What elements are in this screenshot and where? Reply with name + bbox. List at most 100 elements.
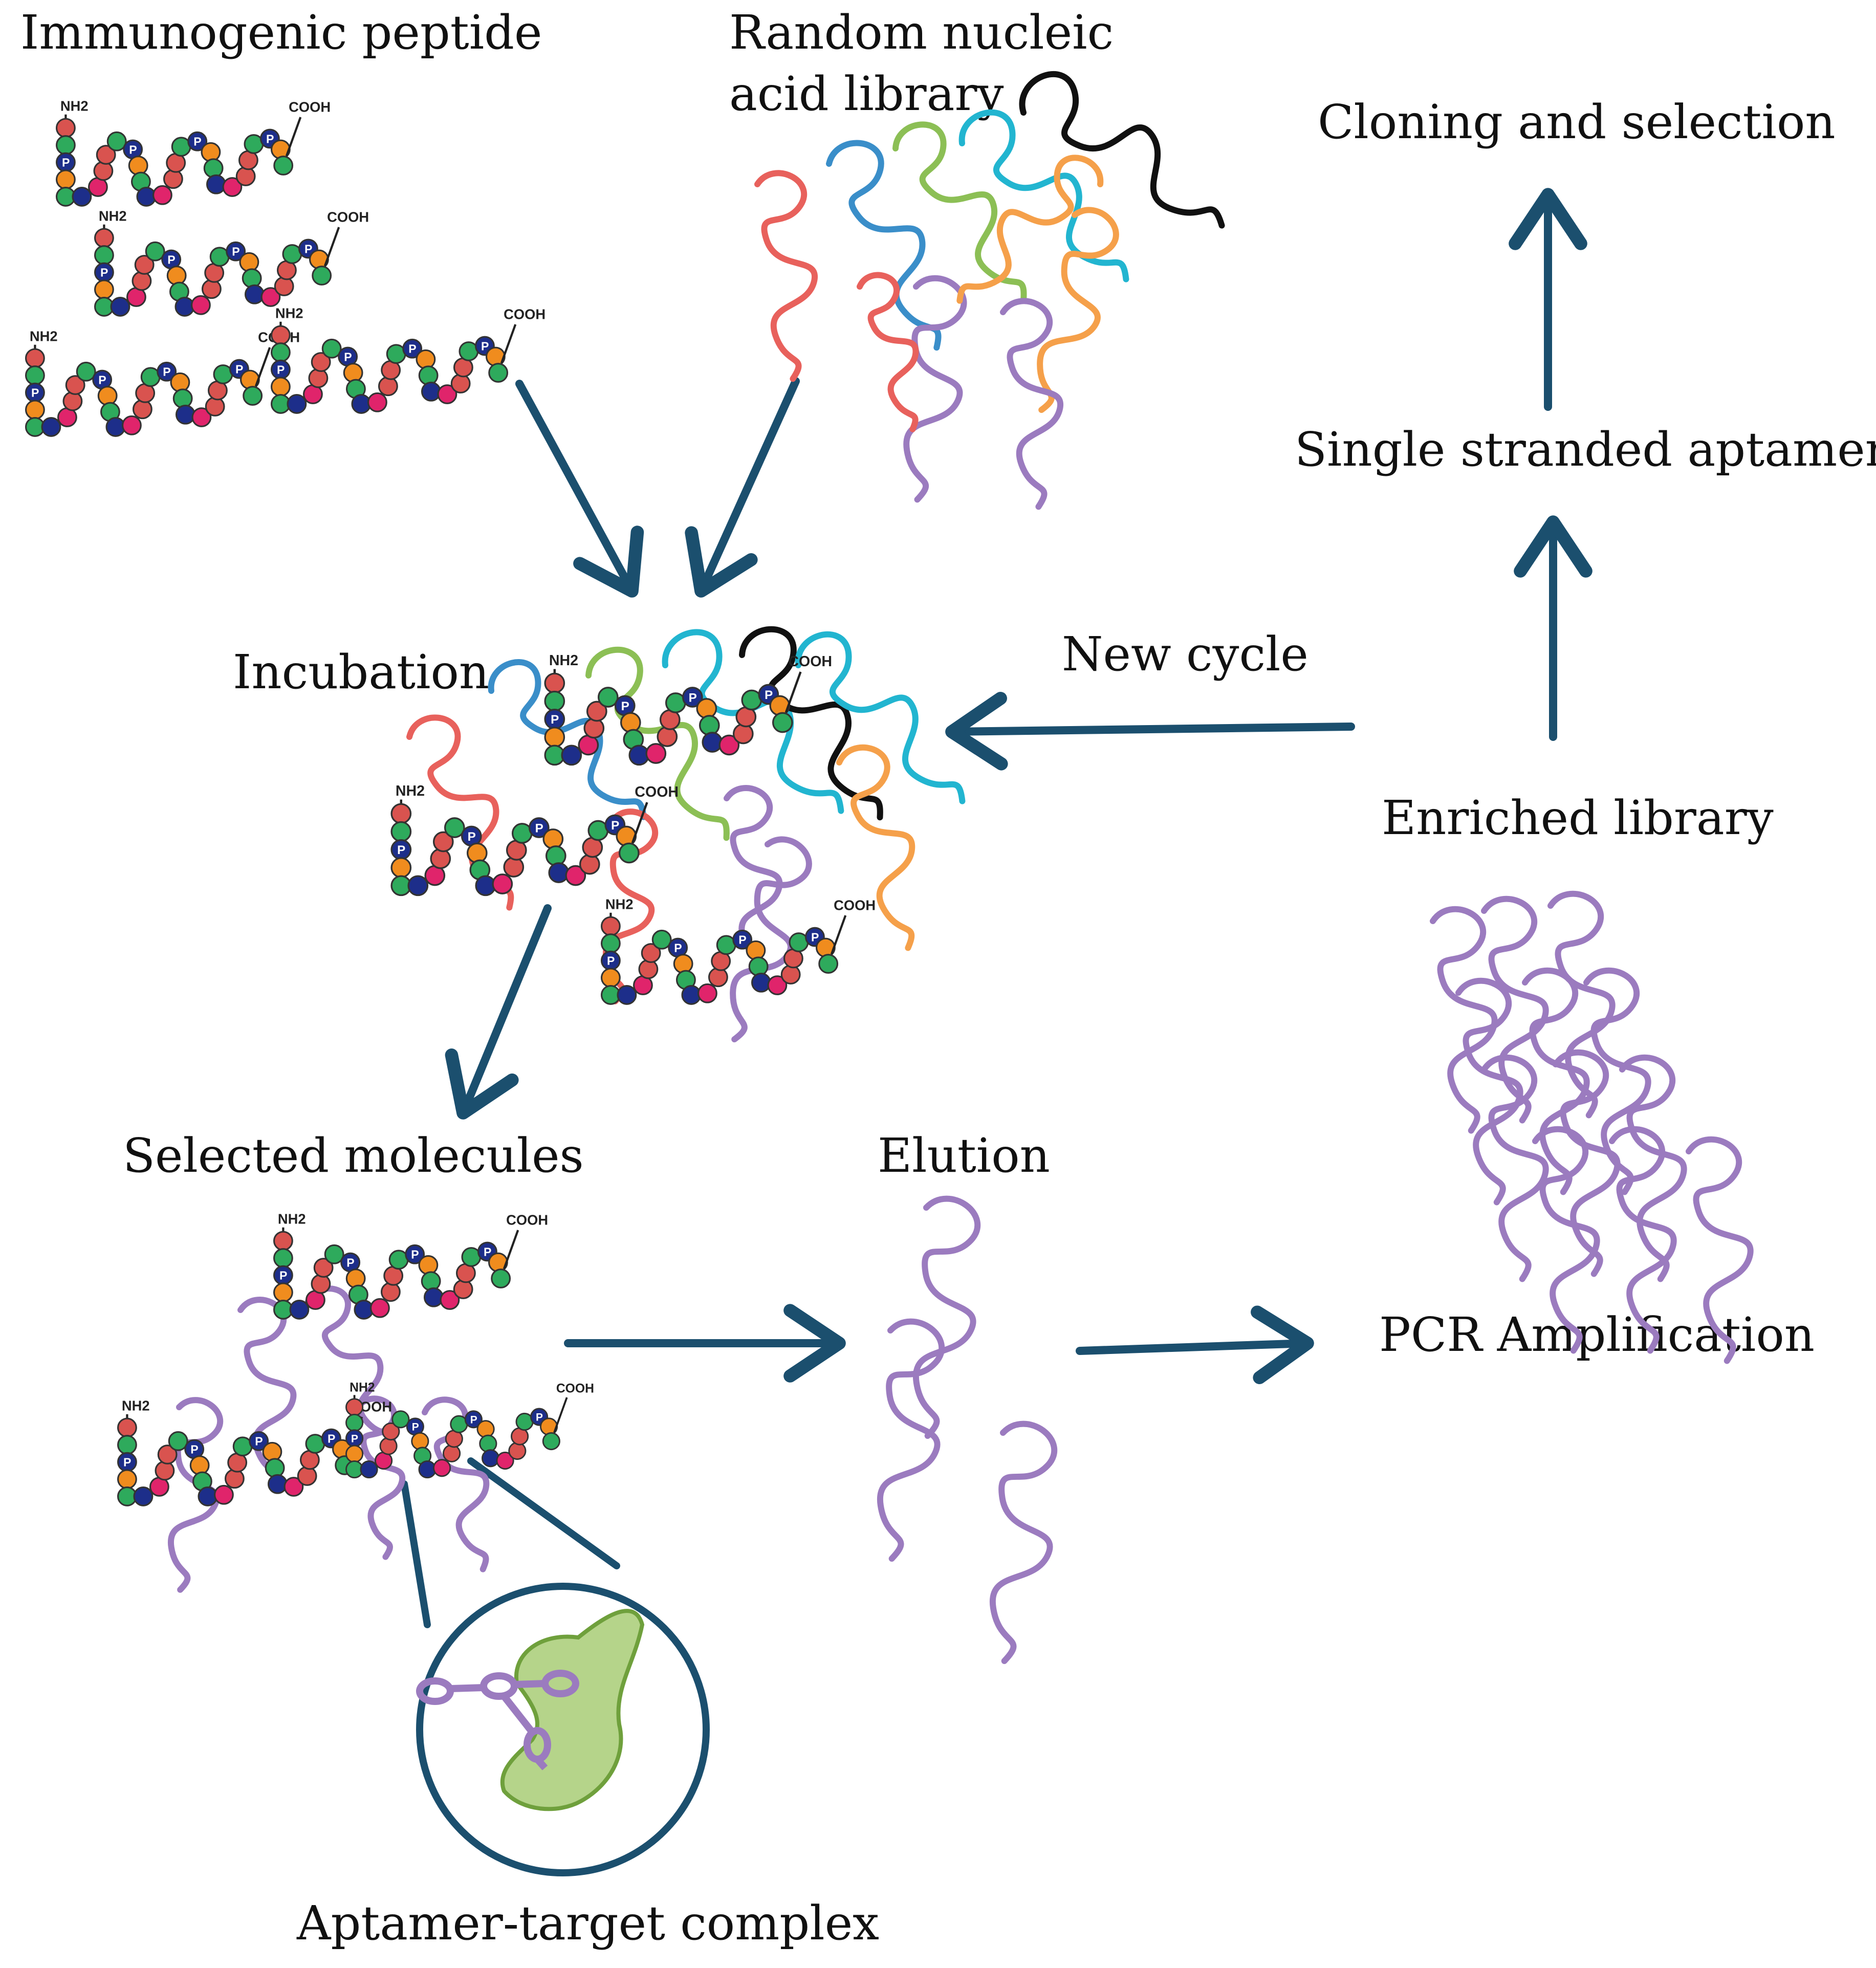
amino-acid-bead [767, 975, 788, 995]
peptide-c-terminus-label: COOH [327, 209, 369, 225]
amplified-aptamer-strand [1609, 1126, 1677, 1354]
incubation-strand [836, 744, 915, 951]
amino-acid-bead [702, 732, 723, 753]
aptamer-loop-structure [416, 1670, 579, 1770]
library-strand [892, 121, 1027, 302]
amino-acid-bead [748, 956, 769, 977]
bead-letter: P [484, 1245, 491, 1258]
amino-acid-bead [696, 698, 717, 719]
peptide-n-terminus-label: NH2 [99, 208, 127, 224]
label-selected-molecules: Selected molecules [123, 1128, 584, 1183]
amino-acid-bead [411, 1432, 429, 1451]
amino-acid-bead [72, 186, 92, 207]
peptide-n-terminus-label: NH2 [549, 652, 578, 669]
amino-acid-bead [157, 361, 177, 382]
amino-acid-bead [746, 940, 766, 960]
arrow-peptide-to-incubation [515, 380, 644, 598]
amino-acid-bead [226, 241, 246, 261]
amino-acid-bead [262, 1441, 282, 1462]
peptide-c-terminus-label: COOH [556, 1382, 594, 1396]
amino-acid-bead [548, 862, 570, 883]
amino-acid-bead [343, 363, 363, 383]
eluted-aptamer-strand [912, 1195, 981, 1439]
bead-letter: P [163, 365, 170, 379]
amino-acid-bead [620, 712, 641, 733]
amino-acid-bead [565, 865, 586, 886]
bead-letter: P [408, 342, 416, 356]
amino-acid-bead [586, 701, 607, 722]
amino-acid-bead [224, 1469, 245, 1489]
amino-acid-bead [117, 1435, 137, 1455]
amino-acid-bead [751, 972, 771, 993]
bead-letter: P [235, 362, 243, 376]
amino-acid-bead [55, 135, 76, 156]
amino-acid-bead [378, 376, 398, 397]
amplified-aptamer-strand [1532, 1126, 1600, 1354]
bead-letter: P [346, 1256, 354, 1269]
peptide-n-terminus-label: NH2 [605, 896, 634, 912]
amplified-aptamer-strand [1481, 1054, 1549, 1282]
amino-acid-bead [402, 338, 423, 359]
amino-acid-bead [544, 672, 565, 694]
amino-acid-bead [421, 381, 441, 402]
amino-acid-bead [110, 296, 130, 317]
amino-acid-bead [287, 393, 307, 414]
amino-acid-bead [25, 348, 45, 368]
amino-acid-bead [121, 415, 142, 435]
amino-acid-bead [94, 279, 114, 300]
peptide-n-terminus-label: NH2 [275, 305, 303, 321]
label-enriched-library: Enriched library [1382, 791, 1774, 845]
incubation-strand [739, 626, 883, 821]
amino-acid-bead [657, 726, 678, 747]
peptide-c-terminus-label: COOH [635, 784, 679, 800]
bead-letter: P [765, 688, 773, 702]
amino-acid-bead [25, 365, 45, 386]
amino-acid-bead [94, 228, 114, 248]
amino-acid-bead [166, 266, 187, 286]
label-random-library-line2: acid library [729, 67, 1004, 121]
peptide-c-terminus-label: COOH [506, 1212, 548, 1228]
amino-acid-bead [242, 268, 262, 289]
amino-acid-bead [25, 400, 45, 420]
amino-acid-bead [157, 1445, 178, 1464]
amino-acid-bead [638, 959, 659, 979]
amino-acid-bead [243, 386, 263, 406]
bead-letter: P [98, 373, 106, 386]
amino-acid-bead [597, 687, 619, 708]
label-incubation: Incubation [233, 645, 489, 699]
amino-acid-bead [345, 1398, 364, 1416]
amino-acid-bead [270, 342, 291, 363]
amino-acid-bead [369, 1298, 390, 1318]
peptide-n-terminus-label: NH2 [122, 1397, 150, 1413]
amino-acid-bead [645, 743, 667, 764]
amino-acid-bead [206, 174, 226, 194]
amino-acid-bead [345, 1413, 364, 1432]
amino-acid-bead [297, 1466, 317, 1486]
amino-acid-bead [617, 985, 637, 1005]
amino-acid-bead [651, 929, 672, 950]
amino-acid-bead [407, 875, 429, 896]
amplified-aptamer-strand [1547, 890, 1616, 1119]
eluted-aptamer-strand [877, 1318, 945, 1562]
amino-acid-bead [312, 266, 332, 286]
amplified-aptamer-strand [1686, 1136, 1754, 1364]
amino-acid-bead [170, 372, 190, 392]
amino-acid-bead [718, 734, 740, 756]
amino-acid-bead [561, 745, 582, 766]
amino-acid-bead [496, 1451, 514, 1470]
bead-letter: P [344, 350, 352, 363]
amino-acid-bead [418, 1255, 439, 1275]
amino-acid-bead [780, 965, 801, 985]
amino-acid-bead [168, 1431, 188, 1451]
bead-letter: P [193, 135, 201, 148]
peptide-bond [254, 347, 271, 387]
bead-letter: P [811, 930, 819, 944]
incubation-strand [795, 631, 966, 804]
bead-letter: P [689, 691, 697, 705]
amino-acid-bead [128, 156, 148, 176]
arrows [445, 188, 1593, 1384]
amino-acid-bead [440, 1290, 460, 1310]
